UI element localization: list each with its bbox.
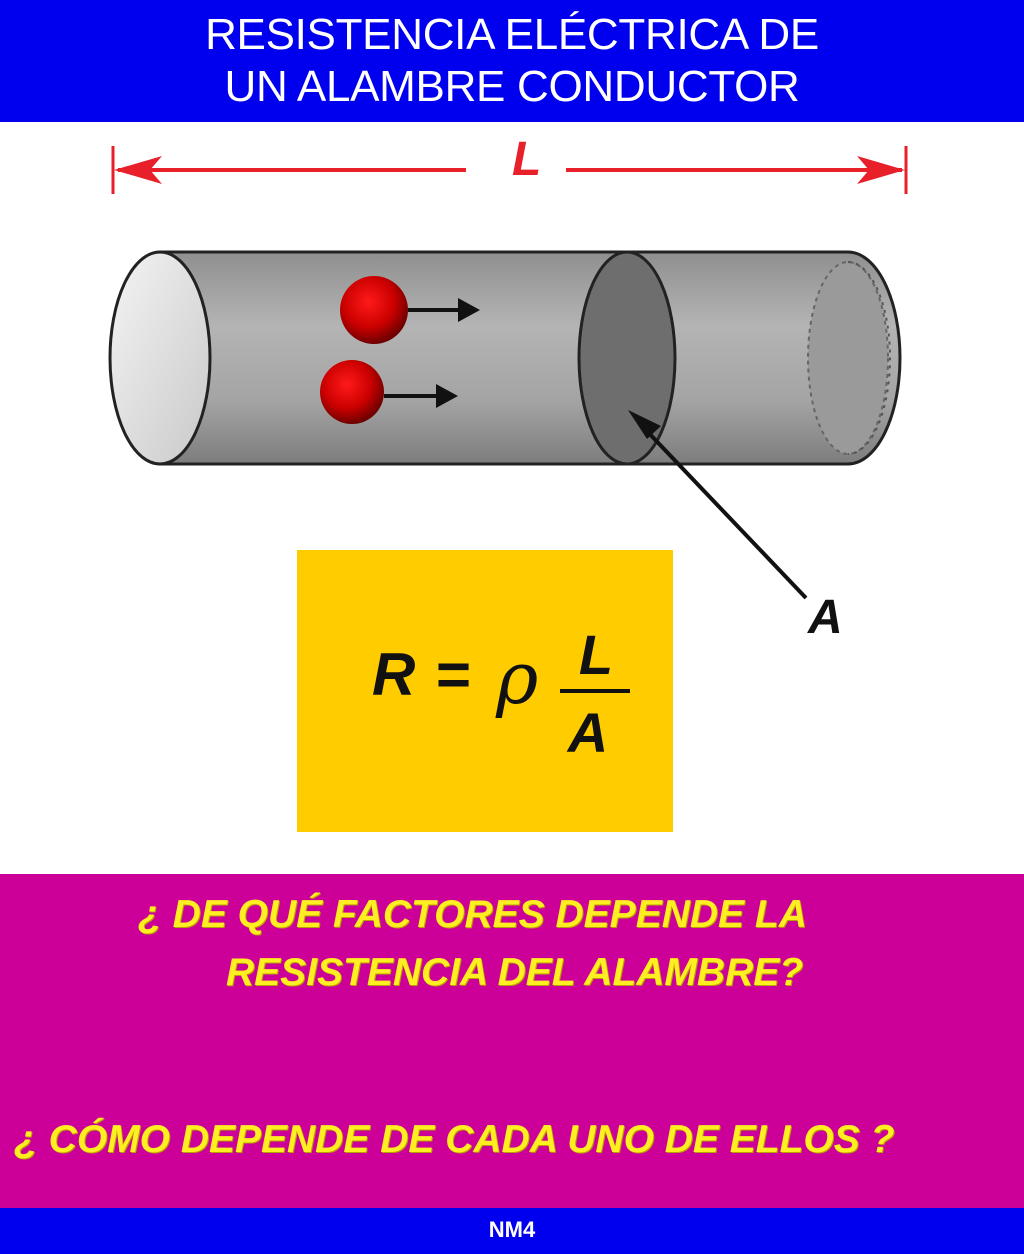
open-end: [108, 250, 212, 466]
question-1-line-1: ¿ DE QUÉ FACTORES DEPENDE LA: [138, 893, 807, 936]
formula-numerator: L: [578, 623, 614, 686]
charge-2: [320, 360, 384, 424]
length-dimension: [111, 146, 908, 194]
wire-cylinder: [108, 250, 902, 466]
formula-equals: =: [436, 641, 472, 708]
title-line-2: UN ALAMBRE CONDUCTOR: [224, 62, 800, 111]
title-line-1: RESISTENCIA ELÉCTRICA DE: [205, 10, 819, 59]
length-label: L: [512, 133, 542, 186]
cross-section-area: [577, 250, 677, 466]
questions-panel: [0, 874, 1024, 1208]
footer-bar: NM4: [0, 1208, 1024, 1254]
title-banner: RESISTENCIA ELÉCTRICA DE UN ALAMBRE COND…: [0, 0, 1024, 122]
formula-fraction-bar: [560, 689, 630, 693]
formula-resistance: R: [372, 641, 416, 708]
area-label: A: [808, 591, 843, 644]
charge-1: [340, 276, 408, 344]
question-2: ¿ CÓMO DEPENDE DE CADA UNO DE ELLOS ?: [14, 1118, 895, 1161]
footer-label: NM4: [488, 1217, 536, 1242]
formula-denominator: A: [567, 701, 609, 764]
charge-carriers: [320, 276, 480, 424]
question-1-line-2: RESISTENCIA DEL ALAMBRE?: [226, 951, 804, 994]
formula-rho: ρ: [496, 636, 539, 720]
area-pointer: [628, 410, 808, 600]
